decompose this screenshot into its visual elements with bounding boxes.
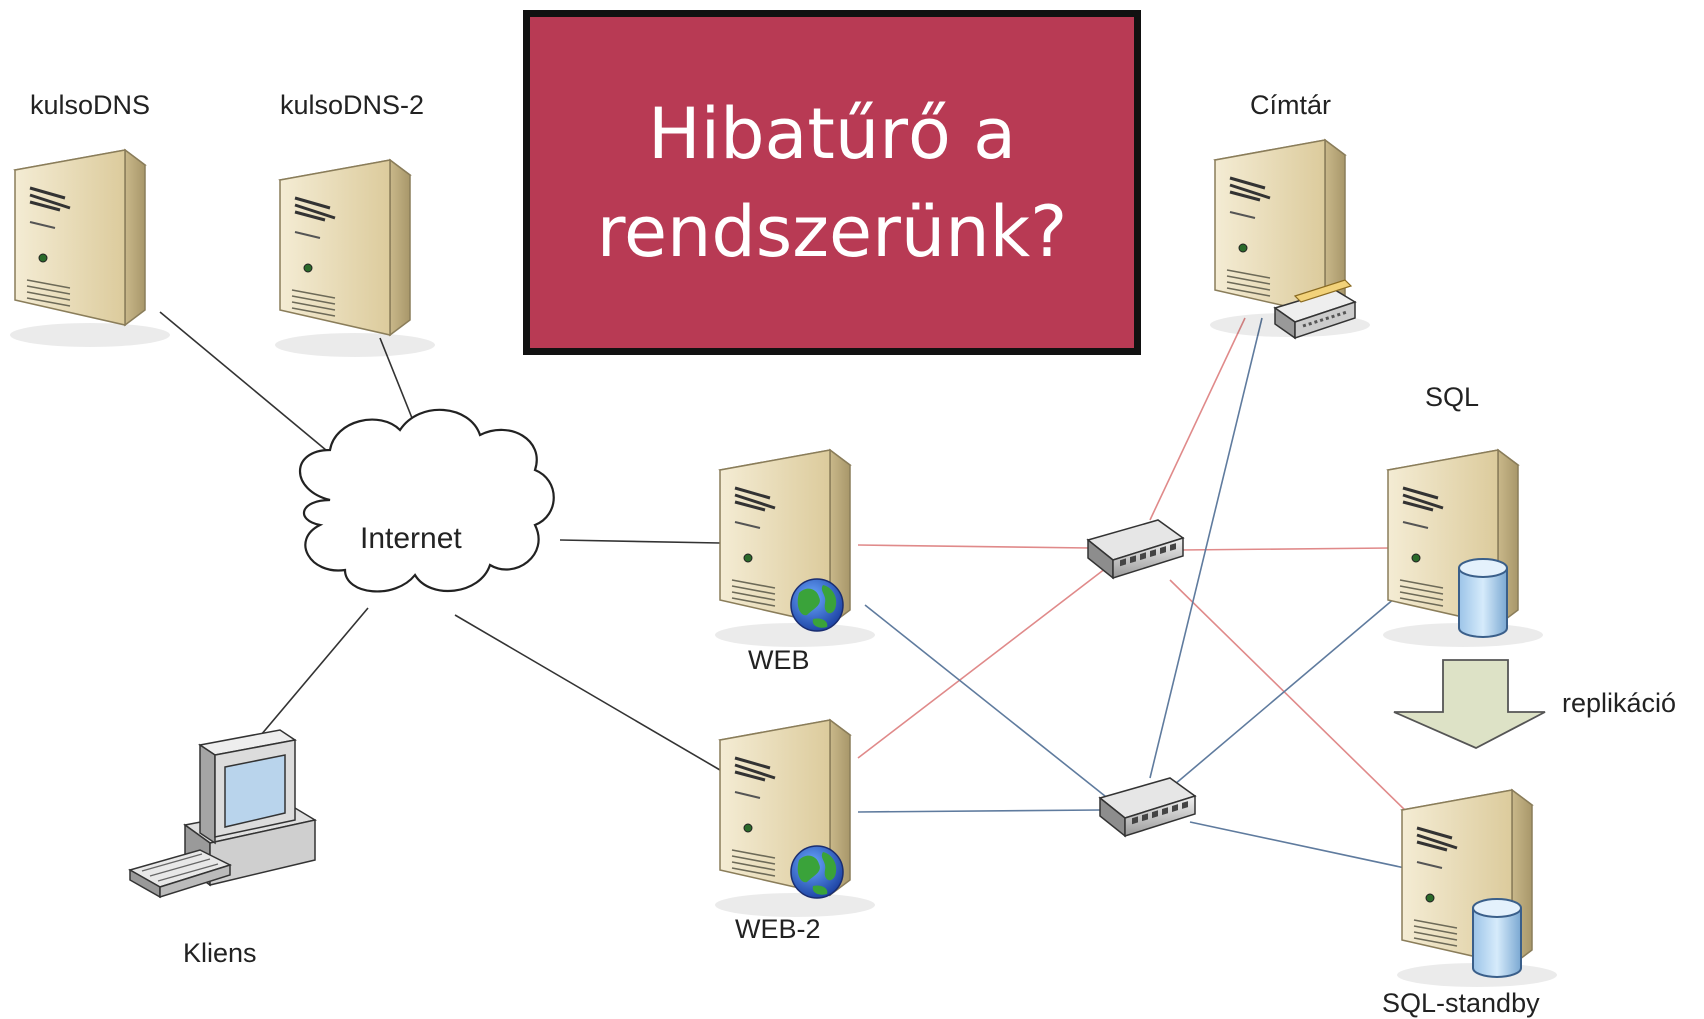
network-switch-icon	[1087, 519, 1184, 579]
link-switch1-cimtar	[1149, 317, 1246, 521]
label-sql: SQL	[1425, 382, 1480, 412]
connections	[159, 311, 1411, 869]
link-switch1-sqlstandby	[1169, 579, 1411, 816]
label-web: WEB	[748, 645, 810, 675]
globe-icon	[790, 578, 844, 632]
link-web2-switch1	[857, 564, 1111, 759]
label-kulsodns: kulsoDNS	[30, 90, 151, 120]
link-switch1-sql	[1179, 547, 1391, 551]
label-replikacio: replikáció	[1562, 688, 1677, 718]
link-web-switch1	[857, 544, 1091, 549]
cloud-icon	[298, 408, 555, 593]
link-web-switch2	[864, 604, 1111, 801]
link-web2-switch2	[857, 809, 1101, 813]
down-arrow-icon	[1393, 659, 1546, 749]
label-sql-standby: SQL-standby	[1382, 988, 1540, 1018]
link-switch2-sql	[1167, 597, 1396, 791]
database-cylinder-icon	[1472, 898, 1522, 978]
link-internet-kliens	[249, 607, 369, 749]
link-internet-web	[559, 539, 721, 544]
link-switch2-sqlstandby	[1189, 821, 1406, 869]
label-cimtar: Címtár	[1250, 90, 1331, 120]
server-kulsodns-icon	[8, 148, 172, 349]
link-kulsodns-internet	[159, 311, 351, 471]
label-internet: Internet	[360, 522, 462, 555]
label-kliens: Kliens	[183, 938, 257, 968]
desktop-computer-icon	[128, 729, 318, 899]
title-box: Hibatűrő a rendszerünk?	[523, 10, 1141, 355]
globe-icon	[790, 845, 844, 899]
server-kulsodns2-icon	[273, 158, 437, 359]
link-switch2-cimtar	[1149, 317, 1263, 779]
link-internet-web2	[454, 614, 721, 771]
database-cylinder-icon	[1458, 558, 1508, 638]
label-kulsodns2: kulsoDNS-2	[280, 90, 425, 120]
page-title: Hibatűrő a rendszerünk?	[596, 92, 1068, 273]
directory-tray-icon	[1273, 279, 1357, 340]
server-web2-icon	[713, 718, 877, 919]
network-switch-icon	[1099, 777, 1196, 837]
label-web2: WEB-2	[735, 914, 821, 944]
